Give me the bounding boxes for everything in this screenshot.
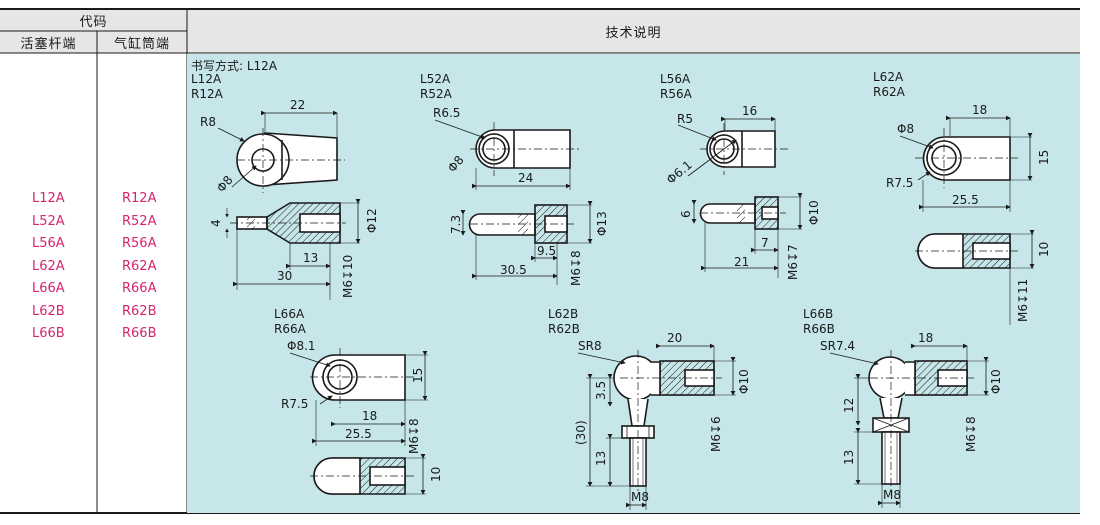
dimension-label: 10	[1037, 242, 1051, 257]
dimension-label: Φ10	[989, 369, 1003, 394]
code-item: L12A	[32, 191, 65, 206]
dimension-label: M6↧7	[786, 244, 800, 280]
dimension-label: SR8	[578, 339, 602, 353]
dimension-label: (30)	[574, 420, 588, 445]
dimension-label: M6↧11	[1016, 279, 1030, 322]
drawing-code: R66B	[803, 322, 835, 336]
dimension-label: M8	[883, 488, 901, 502]
dimension-label: 4	[209, 219, 223, 227]
code-item: L66B	[32, 326, 65, 341]
dimension-label: 22	[290, 98, 305, 112]
code-item: R12A	[122, 191, 157, 206]
drawing-code: R12A	[191, 87, 224, 101]
drawing-code: R66A	[274, 322, 307, 336]
dimension-label: 9.5	[537, 244, 556, 258]
drawing-code: L66B	[803, 307, 833, 321]
drawing-l66a	[289, 348, 428, 495]
piston-end-header: 活塞杆端	[20, 37, 77, 52]
dimension-label: 7	[761, 236, 769, 250]
drawing-code: R56A	[660, 87, 693, 101]
dimension-label: 16	[742, 104, 757, 118]
code-item: L52A	[32, 213, 65, 229]
dimension-label: M6↧8	[569, 250, 583, 286]
dimension-label: 20	[667, 331, 682, 345]
dimension-label: 21	[734, 255, 749, 269]
code-item: L62A	[32, 258, 65, 274]
code-item: L66A	[32, 281, 65, 296]
dimension-label: Φ12	[365, 208, 379, 233]
dimension-label: 10	[429, 467, 443, 482]
dimension-label: R7.5	[886, 176, 913, 190]
dimension-label: 18	[362, 409, 377, 423]
dimension-label: 15	[411, 368, 425, 383]
dimension-label: Φ8	[897, 122, 914, 136]
notation-note: 书写方式: L12A	[191, 58, 278, 73]
dimension-label: M6↧10	[341, 255, 355, 298]
drawing-l62b	[577, 343, 736, 510]
dimension-label: R7.5	[281, 397, 308, 411]
drawing-code: L66A	[274, 307, 305, 321]
dimension-label: R5	[677, 112, 693, 126]
dimension-label: Φ10	[737, 369, 751, 394]
drawing-code: L52A	[420, 72, 451, 86]
dimension-label: 30.5	[500, 263, 527, 277]
dimension-label: 13	[303, 251, 318, 265]
dimension-label: M6↧8	[407, 418, 421, 454]
dimension-label: SR7.4	[820, 339, 855, 353]
dimension-label: 7.3	[449, 215, 463, 234]
code-header: 代码	[79, 15, 108, 30]
drawing-code: R62B	[548, 322, 580, 336]
dimension-label: 15	[1037, 150, 1051, 165]
dimension-label: 18	[972, 103, 987, 117]
drawing-code: R52A	[420, 87, 453, 101]
code-item: R62B	[122, 303, 157, 319]
drawing-code: L62B	[548, 307, 578, 321]
dimension-label: 25.5	[345, 427, 372, 441]
drawing-code: R62A	[873, 85, 906, 99]
dimension-label: 13	[842, 450, 856, 465]
drawing-code: L12A	[191, 72, 222, 86]
dimension-label: 30	[277, 269, 292, 283]
dimension-label: R8	[200, 115, 216, 129]
code-item: L62B	[32, 303, 65, 319]
dimension-label: 24	[518, 171, 533, 185]
dimension-label: 25.5	[952, 193, 979, 207]
drawing-l66b	[829, 343, 989, 508]
dimension-label: M6↧6	[709, 416, 723, 452]
dimension-label: 12	[842, 398, 856, 413]
dimension-label: 13	[594, 451, 608, 466]
dimension-label: Φ8	[445, 153, 467, 175]
drawing-l62a	[899, 115, 1035, 325]
cylinder-end-header: 气缸筒端	[113, 37, 170, 52]
drawing-code: L56A	[660, 72, 691, 86]
dimension-label: M6↧8	[964, 416, 978, 452]
code-item: R66B	[122, 326, 157, 341]
piston-end-codes: L12A L52A L56A L62A L66A L62B L66B	[32, 188, 65, 346]
drawing-l12a	[217, 110, 361, 300]
drawing-code: L62A	[873, 70, 904, 84]
code-item: R66A	[122, 281, 157, 296]
code-item: R52A	[122, 213, 157, 229]
dimension-label: 18	[918, 331, 933, 345]
dimension-label: Φ6.1	[664, 158, 695, 187]
dimension-label: Φ10	[807, 200, 821, 225]
dimension-label: R6.5	[433, 106, 460, 120]
code-item: R62A	[122, 258, 157, 274]
dimension-label: 3.5	[594, 381, 608, 400]
dimension-label: M8	[631, 490, 649, 504]
drawing-l56a	[677, 116, 803, 278]
dimension-label: Φ13	[595, 211, 609, 236]
dimension-label: Φ8	[214, 173, 236, 195]
tech-spec-header: 技术说明	[605, 26, 662, 41]
dimension-label: 6	[679, 210, 693, 218]
drawing-l52a	[434, 119, 593, 285]
dimension-label: Φ8.1	[287, 339, 316, 353]
cylinder-end-codes: R12A R52A R56A R62A R66A R62B R66B	[122, 188, 157, 346]
code-item: R56A	[122, 236, 157, 251]
code-item: L56A	[32, 236, 65, 251]
